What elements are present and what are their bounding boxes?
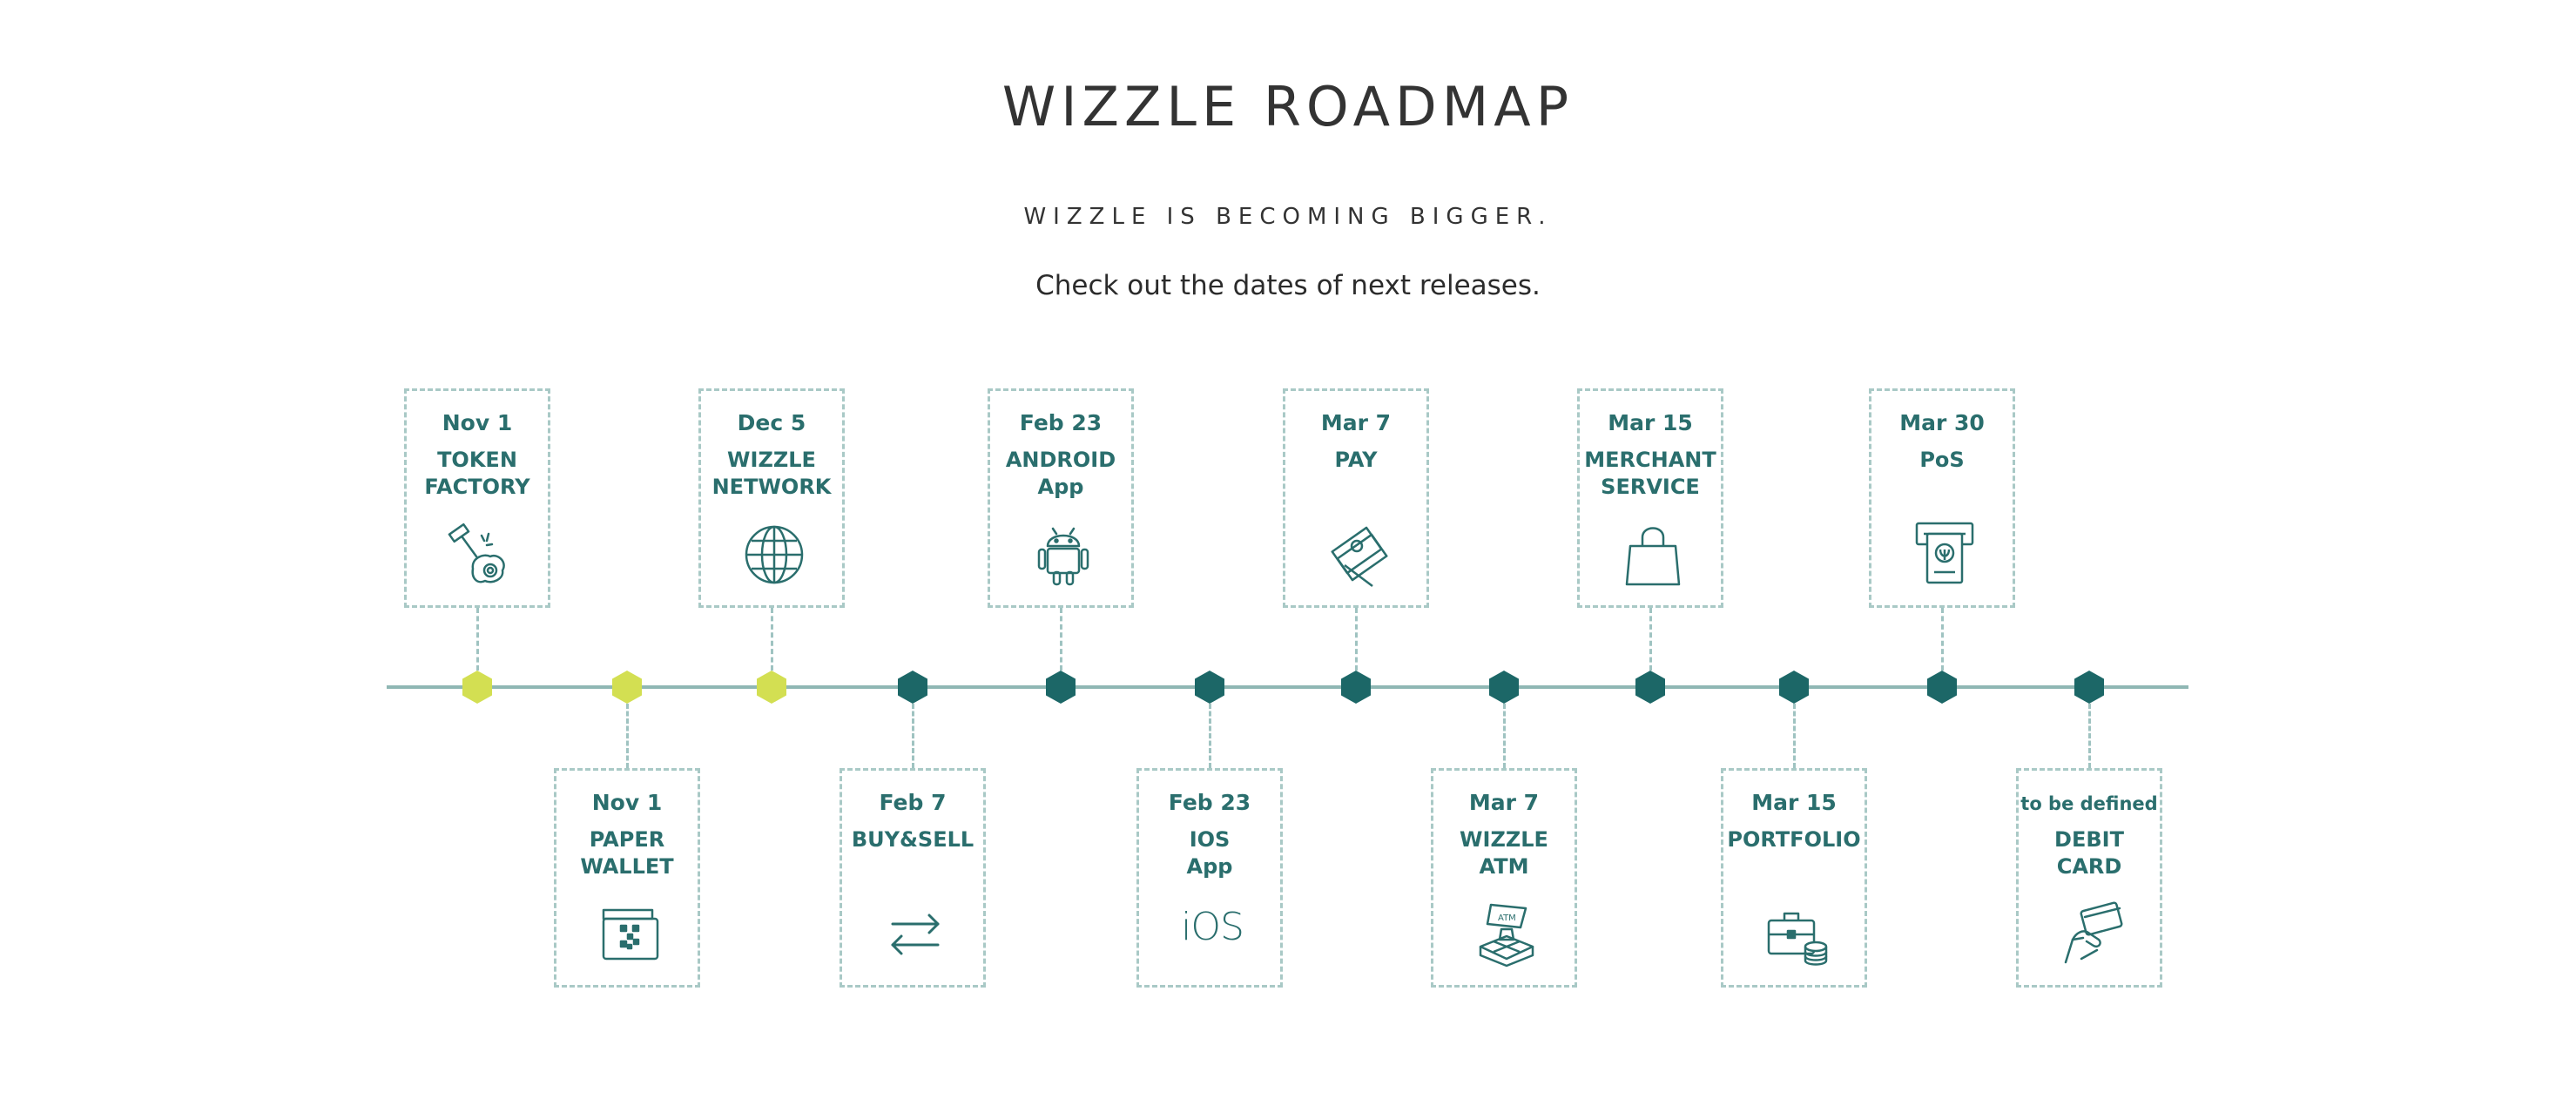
banknotes-icon [1324, 518, 1393, 588]
page-tagline: Check out the dates of next releases. [1035, 270, 1541, 301]
milestone-date: Dec 5 [737, 410, 806, 435]
milestone-connector [771, 608, 773, 671]
milestone-connector [1209, 704, 1211, 768]
milestone-node [1195, 671, 1224, 704]
svg-text:ATM: ATM [1498, 914, 1516, 923]
atm-icon: ATM [1472, 898, 1541, 968]
milestone-name: BUY&SELL [851, 827, 974, 852]
milestone-connector [1503, 704, 1506, 768]
milestone-node [1341, 671, 1371, 704]
milestone-node [1635, 671, 1665, 704]
hammer-icon [445, 518, 515, 588]
milestone-node [1927, 671, 1957, 704]
ios-icon: iOS [1177, 898, 1247, 968]
page-subtitle: WIZZLE IS BECOMING BIGGER. [1023, 204, 1553, 230]
milestone-node [1779, 671, 1809, 704]
milestone-node [1046, 671, 1076, 704]
milestone-card: Feb 23 IOS App iOS [1136, 768, 1283, 988]
milestone-connector [1793, 704, 1796, 768]
exchange-arrows-icon [880, 898, 950, 968]
milestone-card: Mar 7 PAY [1283, 388, 1429, 608]
page-title: WIZZLE ROADMAP [1001, 75, 1575, 138]
milestone-name: TOKEN FACTORY [424, 448, 530, 499]
milestone-card: Mar 15 MERCHANT SERVICE [1577, 388, 1723, 608]
milestone-date: Feb 23 [1019, 410, 1103, 435]
milestone-card: Dec 5 WIZZLE NETWORK [698, 388, 845, 608]
milestone-name: WIZZLE NETWORK [711, 448, 832, 499]
milestone-card: Feb 7 BUY&SELL [840, 768, 986, 988]
milestone-card: Mar 30 PoS [1869, 388, 2015, 608]
milestone-connector [626, 704, 629, 768]
globe-icon [739, 518, 809, 588]
milestone-connector [1355, 608, 1358, 671]
milestone-connector [912, 704, 914, 768]
milestone-connector [1941, 608, 1944, 671]
milestone-card: Nov 1 TOKEN FACTORY [404, 388, 550, 608]
milestone-card: Mar 7 WIZZLE ATM ATM [1431, 768, 1577, 988]
milestone-date: Feb 23 [1168, 790, 1251, 815]
milestone-node [757, 671, 786, 704]
shopping-bag-icon [1618, 518, 1688, 588]
milestone-connector [1060, 608, 1062, 671]
milestone-name: DEBIT CARD [2054, 827, 2124, 879]
milestone-date: Mar 15 [1751, 790, 1837, 815]
milestone-node [462, 671, 492, 704]
milestone-date: Nov 1 [442, 410, 513, 435]
milestone-name: PoS [1919, 448, 1965, 472]
milestone-name: PAPER WALLET [580, 827, 674, 879]
milestone-date: Mar 7 [1468, 790, 1540, 815]
milestone-name: ANDROID App [1005, 448, 1116, 499]
card-hand-icon [2057, 898, 2127, 968]
milestone-name: IOS App [1186, 827, 1233, 879]
milestone-connector [2088, 704, 2091, 768]
milestone-node [1489, 671, 1519, 704]
milestone-date: Mar 30 [1899, 410, 1985, 435]
pos-terminal-icon [1910, 518, 1979, 588]
milestone-connector [476, 608, 479, 671]
milestone-card: Nov 1 PAPER WALLET [554, 768, 700, 988]
milestone-name: PORTFOLIO [1727, 827, 1861, 852]
milestone-name: MERCHANT SERVICE [1584, 448, 1716, 499]
briefcase-coins-icon [1762, 898, 1831, 968]
milestone-node [2074, 671, 2104, 704]
milestone-node [612, 671, 642, 704]
android-icon [1028, 518, 1098, 588]
milestone-date: Mar 15 [1608, 410, 1693, 435]
qr-wallet-icon [595, 898, 664, 968]
milestone-card: Feb 23 ANDROID App [988, 388, 1134, 608]
milestone-date: Feb 7 [879, 790, 947, 815]
milestone-name: WIZZLE ATM [1460, 827, 1548, 879]
milestone-node [898, 671, 927, 704]
milestone-name: PAY [1334, 448, 1378, 472]
milestone-connector [1649, 608, 1652, 671]
timeline-line [387, 685, 2188, 689]
milestone-card: Mar 15 PORTFOLIO [1721, 768, 1867, 988]
milestone-date: Nov 1 [591, 790, 663, 815]
milestone-date: Mar 7 [1320, 410, 1392, 435]
milestone-date: to be defined [2020, 793, 2158, 814]
ios-icon-text: iOS [1181, 905, 1244, 949]
